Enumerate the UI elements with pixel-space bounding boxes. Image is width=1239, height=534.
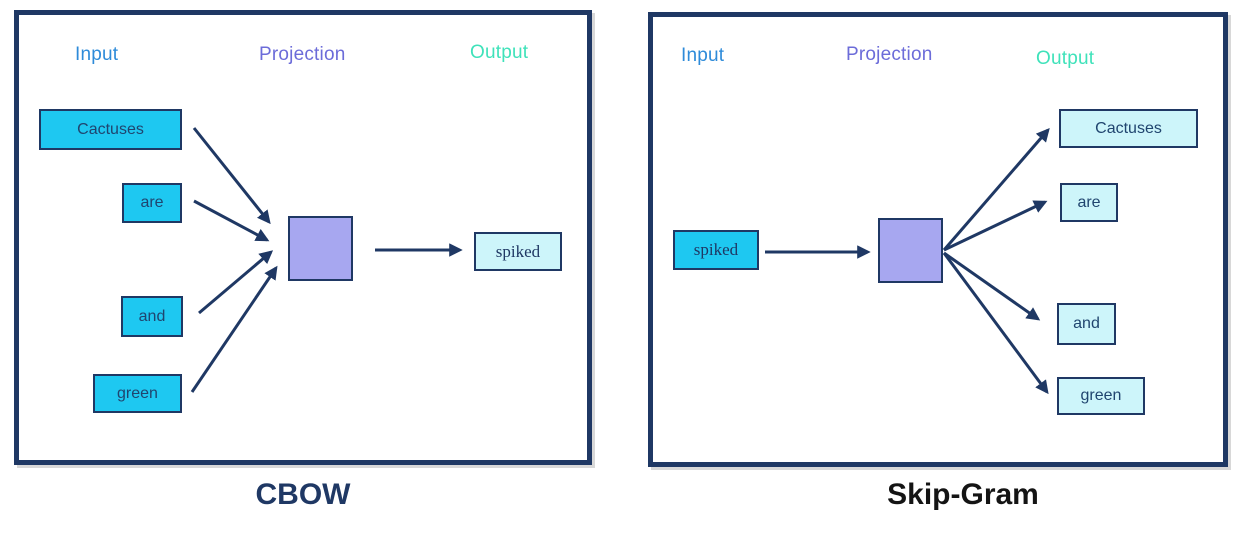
cbow-input-header: Input — [75, 44, 119, 65]
cbow-projection-square — [288, 216, 353, 281]
skipgram-panel: Input Projection Output spiked Cactuses … — [648, 12, 1228, 467]
skipgram-input-header: Input — [681, 45, 725, 66]
cbow-input-word-and: and — [121, 296, 183, 337]
skipgram-output-word-and: and — [1057, 303, 1116, 345]
cbow-output-header: Output — [470, 42, 529, 63]
arrow-cactuses-to-projection — [192, 127, 271, 225]
arrow-projection-to-and — [943, 251, 1041, 321]
arrow-projection-to-green — [942, 252, 1049, 395]
skipgram-title: Skip-Gram — [887, 478, 1039, 511]
cbow-input-word-green: green — [93, 374, 182, 413]
skipgram-projection-square — [878, 218, 943, 283]
cbow-panel: Input Projection Output Cactuses are and… — [14, 10, 592, 465]
cbow-input-word-cactuses: Cactuses — [39, 109, 182, 150]
skipgram-input-word-spiked: spiked — [673, 230, 759, 270]
skipgram-output-word-green: green — [1057, 377, 1145, 415]
skipgram-projection-header: Projection — [846, 44, 933, 65]
skipgram-output-word-are: are — [1060, 183, 1118, 222]
arrow-projection-to-cactuses — [942, 127, 1050, 251]
cbow-input-word-are: are — [122, 183, 182, 223]
arrow-and-to-projection — [198, 250, 274, 315]
cbow-title: CBOW — [255, 478, 351, 511]
skipgram-output-word-cactuses: Cactuses — [1059, 109, 1198, 148]
skipgram-output-header: Output — [1036, 48, 1095, 69]
arrow-are-to-projection — [193, 199, 270, 242]
arrow-green-to-projection — [190, 265, 278, 393]
arrow-projection-to-are — [943, 200, 1048, 252]
cbow-projection-header: Projection — [259, 44, 346, 65]
cbow-output-word-spiked: spiked — [474, 232, 562, 271]
